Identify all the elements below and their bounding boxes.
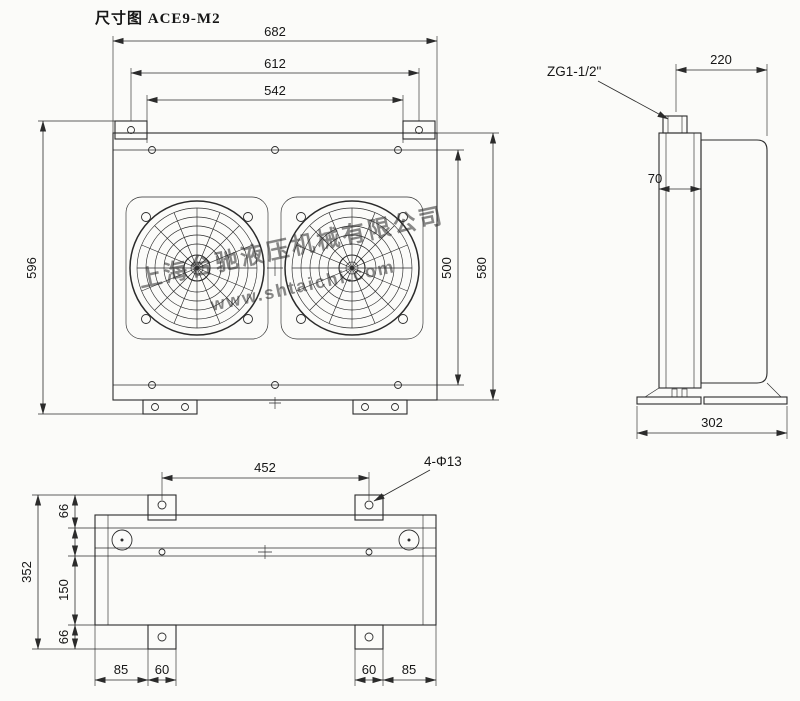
svg-text:60: 60 [155, 662, 169, 677]
dim-352: 352 [19, 494, 42, 650]
dim-70: 70 [648, 171, 702, 193]
side-feet [636, 382, 788, 405]
bottom-tabs [147, 494, 384, 650]
svg-text:66: 66 [56, 504, 71, 518]
bottom-view: 452 4-Φ13 66 150 66 352 [19, 454, 462, 686]
side-view: ZG1-1/2" 220 70 302 [547, 52, 788, 439]
hole-label: 4-Φ13 [424, 454, 462, 469]
svg-text:612: 612 [264, 56, 286, 71]
dim-452: 452 [161, 460, 370, 500]
drawing-title: 尺寸图 ACE9-M2 [95, 9, 221, 27]
port-label: ZG1-1/2" [547, 64, 602, 79]
dim-596: 596 [24, 120, 143, 415]
front-body [112, 132, 438, 401]
svg-text:596: 596 [24, 257, 39, 279]
front-view: 682 612 542 596 500 [24, 24, 499, 415]
bottom-body [94, 514, 437, 626]
svg-text:682: 682 [264, 24, 286, 39]
svg-text:60: 60 [362, 662, 376, 677]
svg-text:542: 542 [264, 83, 286, 98]
svg-text:580: 580 [474, 257, 489, 279]
side-body [658, 132, 768, 389]
svg-text:452: 452 [254, 460, 276, 475]
svg-text:85: 85 [402, 662, 416, 677]
svg-text:500: 500 [439, 257, 454, 279]
dim-580: 580 [437, 132, 499, 401]
svg-text:302: 302 [701, 415, 723, 430]
dim-220: 220 [675, 52, 768, 136]
dim-612: 612 [130, 56, 420, 121]
dim-302: 302 [636, 406, 788, 439]
port-callout: ZG1-1/2" [547, 64, 669, 120]
svg-text:220: 220 [710, 52, 732, 67]
svg-text:85: 85 [114, 662, 128, 677]
dim-500: 500 [437, 149, 464, 386]
hole-callout: 4-Φ13 [373, 454, 462, 502]
svg-text:70: 70 [648, 171, 662, 186]
front-top-tabs [114, 120, 436, 140]
dim-542: 542 [146, 83, 404, 143]
front-feet [142, 397, 408, 415]
svg-text:150: 150 [56, 579, 71, 601]
svg-text:352: 352 [19, 561, 34, 583]
bottom-dim-chain: 85 60 60 85 [94, 625, 437, 686]
svg-text:66: 66 [56, 630, 71, 644]
dim-682: 682 [112, 24, 438, 133]
left-dim-chain: 66 150 66 [32, 494, 148, 650]
fan-guard-left [125, 196, 269, 340]
